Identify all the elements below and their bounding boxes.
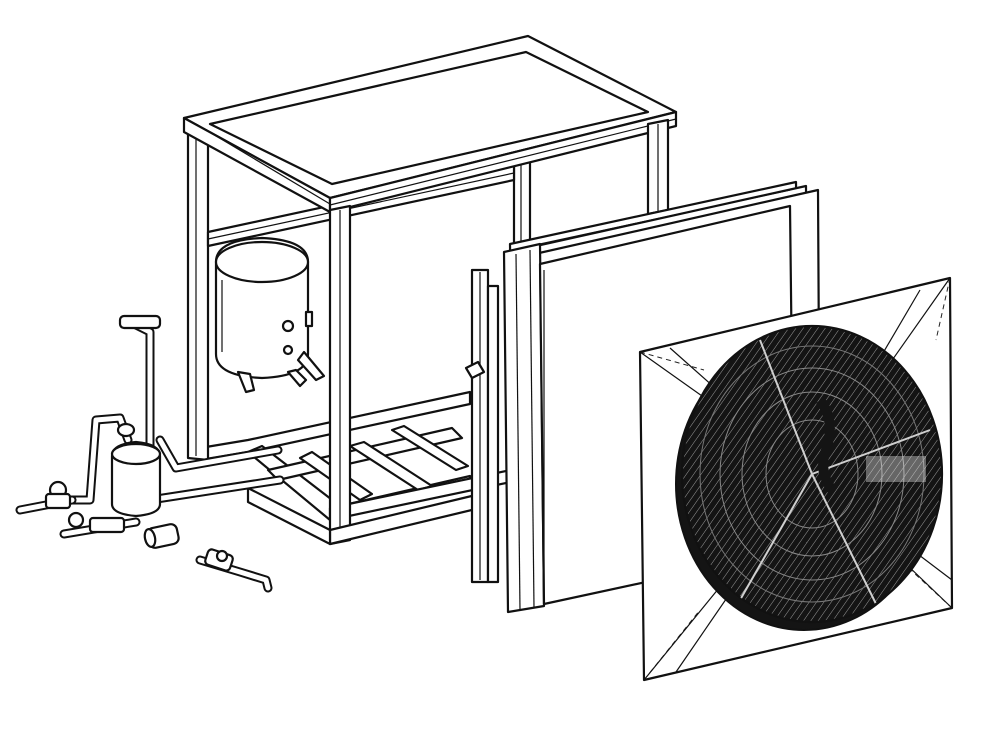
fan — [638, 276, 954, 682]
service-valve-bottom — [59, 511, 141, 539]
frame-top — [182, 34, 678, 214]
compressor — [110, 422, 162, 518]
frame-front-bottom-rail — [246, 486, 482, 546]
expansion-valve — [195, 548, 273, 593]
piping — [15, 314, 285, 593]
suction-pipe — [125, 317, 155, 465]
coil-header — [464, 268, 500, 584]
tank — [214, 236, 326, 394]
loose-fitting — [143, 523, 180, 549]
service-valve-left — [15, 480, 77, 515]
fan-disc — [675, 324, 944, 631]
